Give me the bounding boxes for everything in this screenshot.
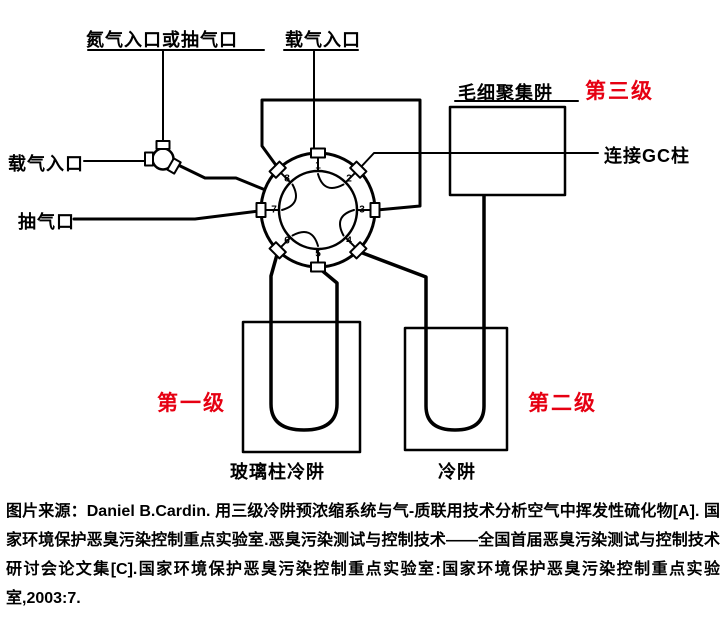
label-glass-column-trap: 玻璃柱冷阱 [230, 462, 325, 482]
valve-flow-channels [281, 173, 355, 247]
pump-port-line [72, 209, 261, 221]
label-nitrogen-inlet: 氮气入口或抽气口 [86, 30, 238, 50]
label-carrier-inlet-top: 载气入口 [285, 30, 361, 50]
tee-connectors [144, 140, 182, 175]
valve-port-number-5: 5 [315, 248, 321, 260]
label-stage3: 第三级 [585, 80, 654, 103]
stage2-trap-box [403, 326, 509, 452]
gc-column-line [359, 152, 599, 169]
rotary-valve [255, 147, 381, 273]
valve-port-number-3: 3 [359, 204, 365, 216]
valve-port-fittings [255, 147, 381, 273]
valve-port-number-7: 7 [271, 204, 277, 216]
schematic-drawing [72, 49, 599, 454]
label-cold-trap: 冷阱 [438, 462, 476, 482]
stage1-trap-box [241, 320, 362, 454]
label-leader-lines [83, 49, 599, 169]
label-carrier-inlet-left: 载气入口 [8, 154, 84, 174]
trap1-u-tube [269, 249, 339, 432]
label-pump-port: 抽气口 [18, 212, 75, 232]
tee-valve-fitting [144, 140, 182, 175]
trap-enclosures [241, 105, 567, 454]
valve-port-number-4: 4 [346, 235, 352, 247]
bypass-loop-line [260, 98, 422, 212]
valve-port-ticks [265, 157, 371, 263]
valve-port-number-2: 2 [346, 173, 352, 185]
trap2-u-tube [358, 194, 486, 432]
citation-caption: 图片来源：Daniel B.Cardin. 用三级冷阱预浓缩系统与气-质联用技术… [6, 503, 720, 607]
label-stage1: 第一级 [157, 392, 226, 415]
label-capillary-trap: 毛细聚集阱 [458, 83, 553, 103]
capillary-trap-box [448, 105, 567, 197]
valve-port-number-1: 1 [315, 160, 321, 172]
valve-port-number-8: 8 [284, 173, 290, 185]
tubing-lines [72, 98, 486, 432]
valve-port-number-6: 6 [284, 235, 290, 247]
tee-to-valve-line [170, 160, 265, 191]
label-stage2: 第二级 [528, 392, 597, 415]
label-gc-column: 连接GC柱 [604, 146, 690, 166]
